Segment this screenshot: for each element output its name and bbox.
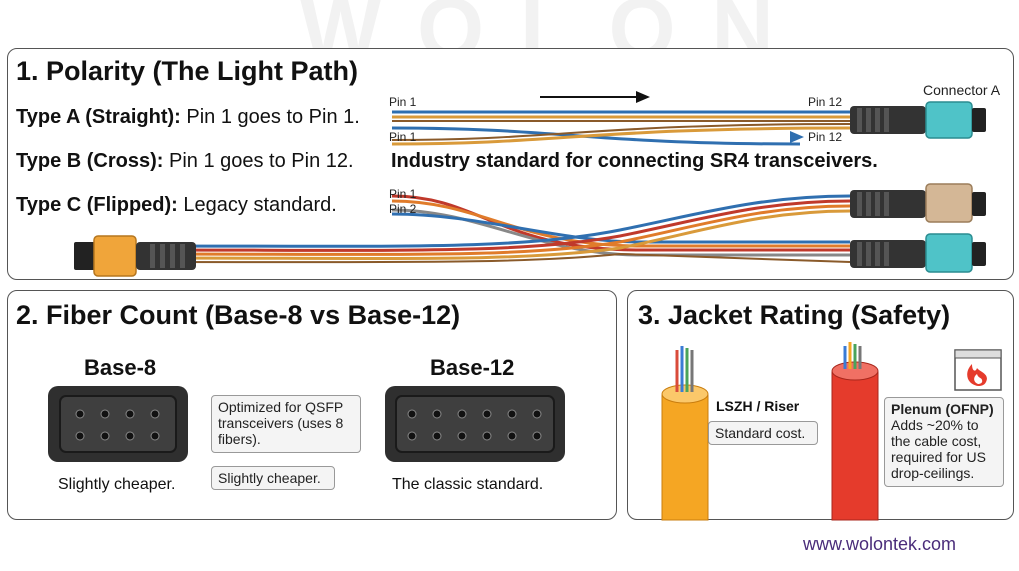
type-b-row: Type B (Cross): Pin 1 goes to Pin 12. <box>16 150 354 173</box>
type-c-text: Legacy standard. <box>177 194 337 216</box>
base12-fiber-hole <box>532 431 542 441</box>
base8-callout-cheaper: Slightly cheaper. <box>211 466 335 490</box>
base8-fiber-hole <box>150 431 160 441</box>
pin-label-b-right: Pin 12 <box>808 130 843 144</box>
website-url[interactable]: www.wolontek.com <box>803 534 957 554</box>
base8-title: Base-8 <box>84 355 157 380</box>
type-c-row: Type C (Flipped): Legacy standard. <box>16 194 337 217</box>
base12-fiber-hole <box>432 431 442 441</box>
base8-fiber-hole <box>75 409 85 419</box>
polarity-title: 1. Polarity (The Light Path) <box>16 56 359 86</box>
type-a-text: Pin 1 goes to Pin 1. <box>180 106 360 128</box>
base8-connector <box>48 386 188 462</box>
type-a-label: Type A (Straight): <box>16 106 181 128</box>
connector-tan <box>850 183 986 223</box>
base12-fiber-hole <box>532 409 542 419</box>
plenum-cable <box>831 342 879 521</box>
pin-label-c-left2: Pin 2 <box>389 202 417 216</box>
type-b-note: Industry standard for connecting SR4 tra… <box>391 150 878 172</box>
plenum-title: Plenum (OFNP) <box>891 401 994 417</box>
pin-label-c-left1: Pin 1 <box>389 187 417 201</box>
base8-fiber-hole <box>100 409 110 419</box>
fire-icon <box>954 349 1002 391</box>
lszh-title: LSZH / Riser <box>716 398 800 414</box>
type-b-label: Type B (Cross): <box>16 150 164 172</box>
base8-fiber-hole <box>150 409 160 419</box>
base8-caption: Slightly cheaper. <box>58 476 176 493</box>
base8-fiber-hole <box>125 431 135 441</box>
base12-fiber-hole <box>407 431 417 441</box>
type-c-label: Type C (Flipped): <box>16 194 178 216</box>
base8-fiber-hole <box>125 409 135 419</box>
fiber-count-title: 2. Fiber Count (Base-8 vs Base-12) <box>16 300 461 330</box>
base12-fiber-hole <box>507 409 517 419</box>
base12-fiber-hole <box>457 431 467 441</box>
pin-label-b-left: Pin 1 <box>389 130 417 144</box>
base12-fiber-hole <box>482 431 492 441</box>
jacket-rating-title: 3. Jacket Rating (Safety) <box>638 300 951 330</box>
pin-label-a-left: Pin 1 <box>389 95 417 109</box>
base12-fiber-hole <box>507 431 517 441</box>
lszh-callout: Standard cost. <box>708 421 818 445</box>
pin-label-a-right: Pin 12 <box>808 95 843 109</box>
base8-fiber-hole <box>100 431 110 441</box>
lszh-cable <box>661 346 709 521</box>
base12-connector <box>385 386 565 462</box>
connector-a-label: Connector A <box>923 82 1001 98</box>
base12-title: Base-12 <box>430 355 515 380</box>
base12-fiber-hole <box>457 409 467 419</box>
base8-callout: Optimized for QSFP transceivers (uses 8 … <box>211 395 361 453</box>
plenum-callout: Plenum (OFNP) Adds ~20% to the cable cos… <box>884 397 1004 487</box>
connector-a <box>850 101 986 139</box>
base8-fiber-hole <box>75 431 85 441</box>
connector-orange-left <box>74 235 196 277</box>
base12-fiber-hole <box>407 409 417 419</box>
base12-caption: The classic standard. <box>392 476 544 493</box>
base12-fiber-hole <box>482 409 492 419</box>
type-b-text: Pin 1 goes to Pin 12. <box>163 150 354 172</box>
type-a-row: Type A (Straight): Pin 1 goes to Pin 1. <box>16 106 360 129</box>
connector-aqua-bottom <box>850 233 986 273</box>
plenum-text: Adds ~20% to the cable cost, required fo… <box>891 417 986 481</box>
base12-fiber-hole <box>432 409 442 419</box>
